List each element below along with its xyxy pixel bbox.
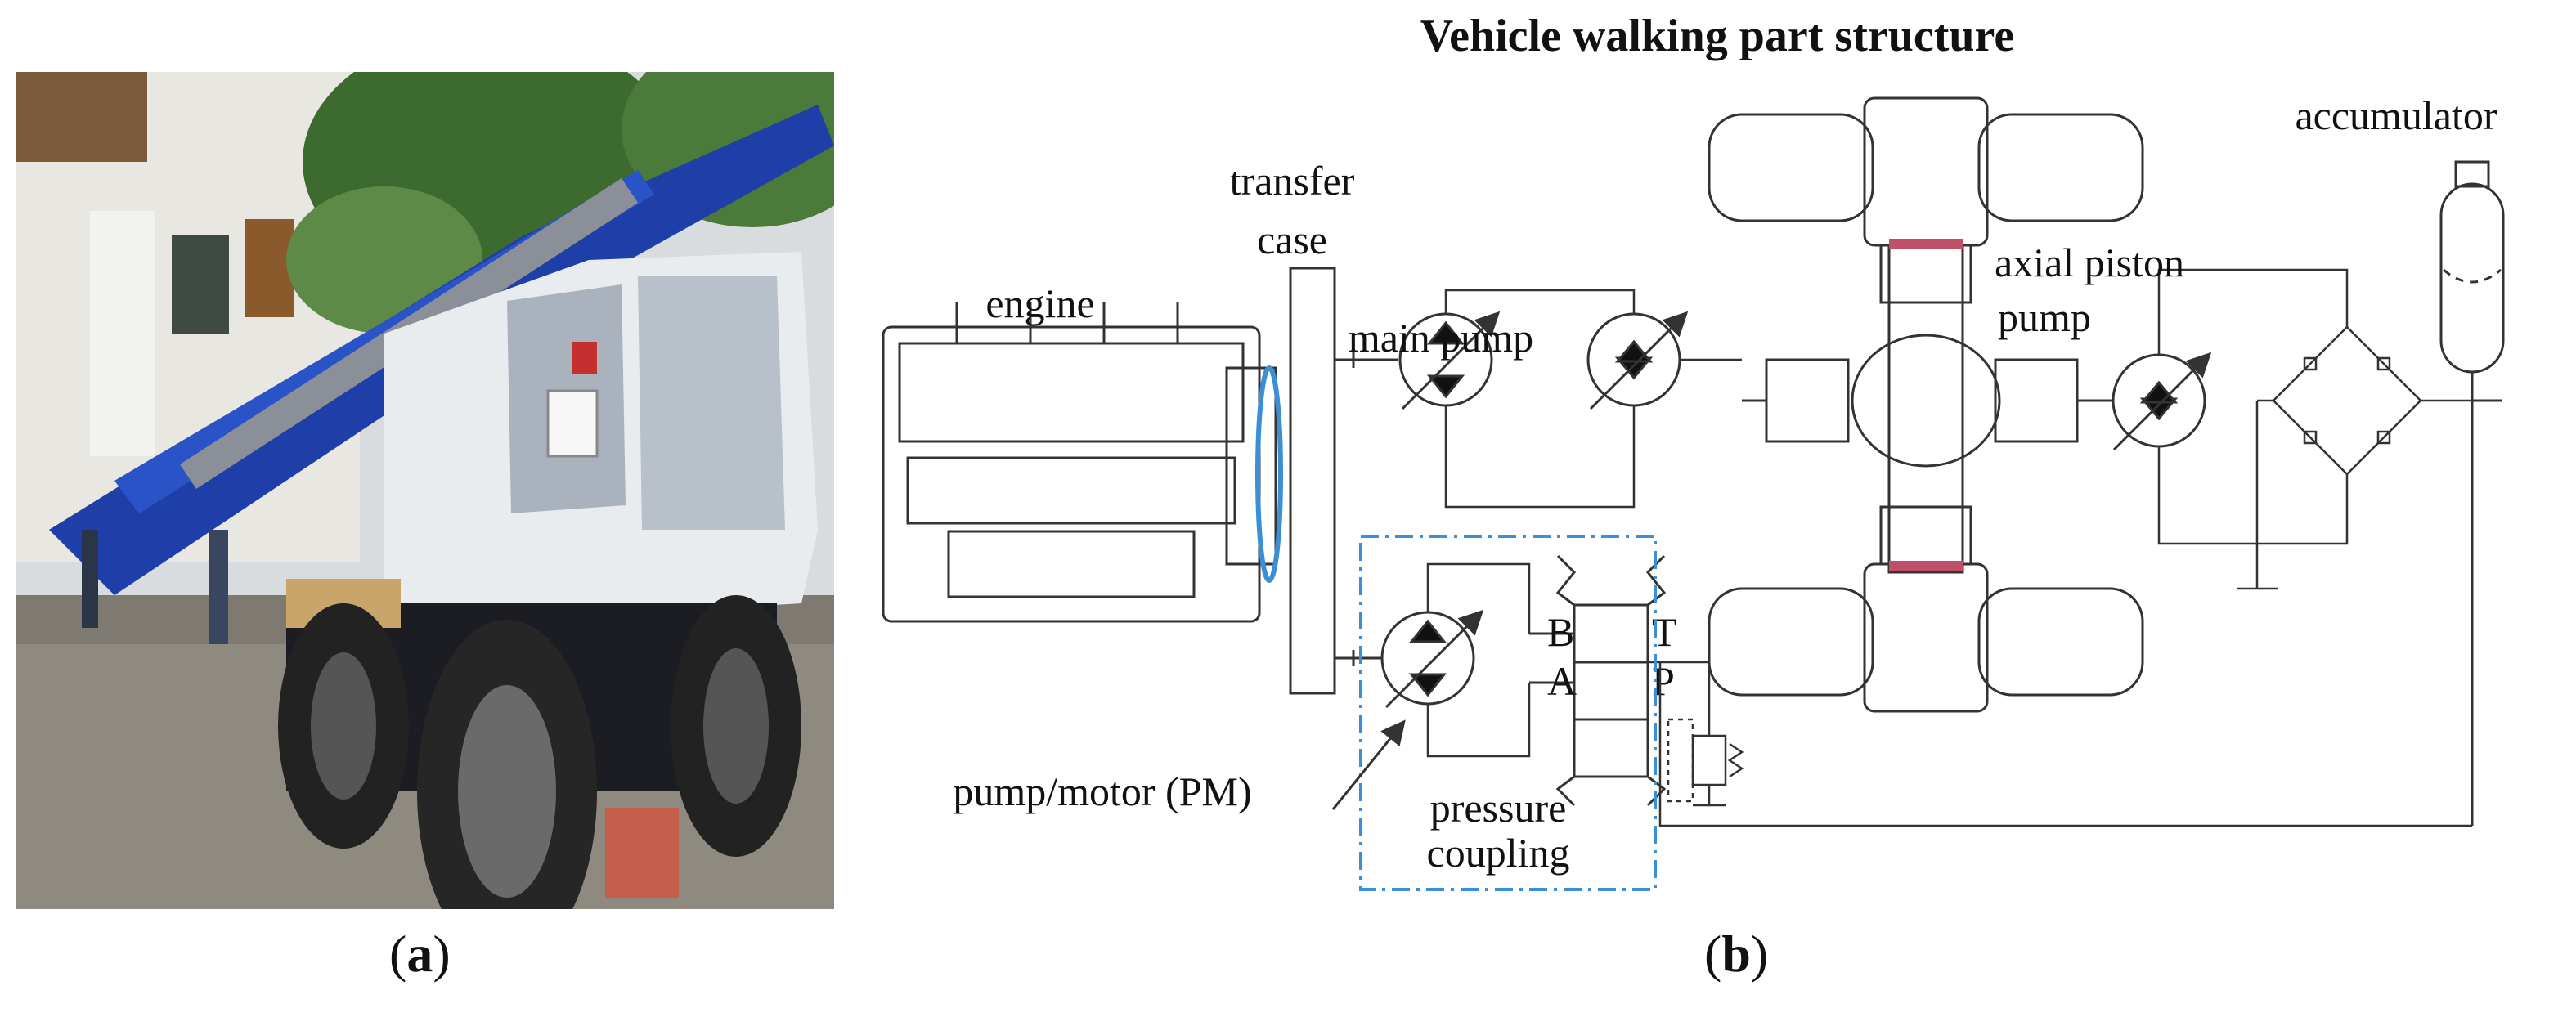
accumulator-symbol bbox=[2439, 160, 2505, 826]
hydraulic-diagram: Vehicle walking part structure bbox=[842, 0, 2576, 1017]
label-engine: engine bbox=[985, 280, 1094, 326]
label-accumulator: accumulator bbox=[2295, 92, 2497, 138]
transfer-case-block bbox=[1289, 267, 1336, 695]
vehicle-photo bbox=[16, 72, 834, 909]
label-pressure: pressure bbox=[1430, 785, 1567, 831]
pressure-coupling-box bbox=[1359, 535, 1657, 891]
label-axial-pump: pump bbox=[1998, 294, 2091, 340]
motor-symbol bbox=[1586, 311, 1689, 410]
relief-valve bbox=[1648, 661, 2472, 827]
diagram-title: Vehicle walking part structure bbox=[1420, 11, 2014, 61]
label-main-pump: main pump bbox=[1349, 315, 1533, 361]
label-coupling: coupling bbox=[1427, 830, 1570, 876]
port-a: A bbox=[1547, 658, 1577, 704]
engine-drawing bbox=[882, 302, 1283, 623]
label-pump-motor: pump/motor (PM) bbox=[953, 768, 1251, 814]
axial-piston-pump-symbol bbox=[2110, 352, 2212, 451]
port-b: B bbox=[1547, 609, 1574, 655]
label-case: case bbox=[1257, 217, 1327, 262]
axle-assembly bbox=[1708, 96, 2144, 713]
label-axial-piston: axial piston bbox=[1995, 240, 2184, 285]
pump-motor-symbol bbox=[1380, 609, 1484, 709]
bridge-rectifier bbox=[2237, 325, 2502, 590]
subfigure-label-a: (a) bbox=[389, 925, 451, 983]
subfigure-label-b: (b) bbox=[1704, 925, 1769, 983]
diagram-svg: Vehicle walking part structure bbox=[882, 11, 2505, 891]
label-transfer: transfer bbox=[1230, 158, 1355, 204]
